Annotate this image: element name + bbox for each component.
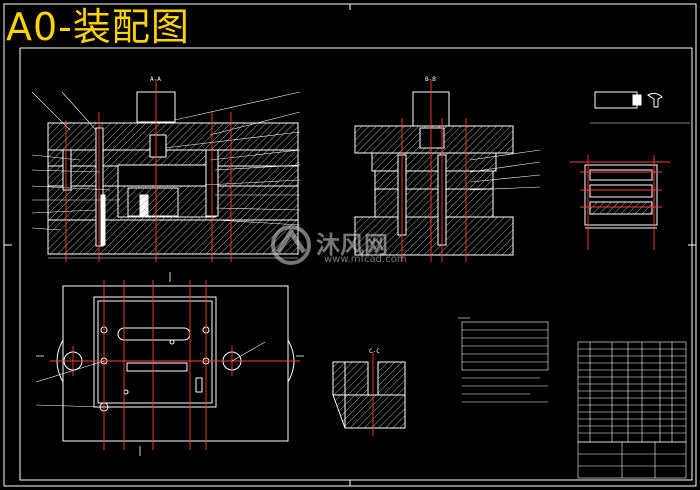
plan-view-centerlines <box>50 280 300 450</box>
front-view-centerlines <box>65 80 232 262</box>
side-view-centerlines <box>401 80 467 262</box>
title-block <box>577 441 687 479</box>
sheet-border <box>3 3 697 487</box>
section-label-cc: C-C <box>369 348 380 355</box>
technical-notes-block <box>458 317 549 403</box>
front-view-leaders <box>31 91 301 231</box>
watermark-url: www.mfcad.com <box>324 254 407 265</box>
front-section-view <box>47 91 299 259</box>
section-cut-markers <box>36 272 304 456</box>
section-label-bb: B-B <box>425 76 436 83</box>
watermark-logo-icon <box>271 225 311 265</box>
strip-layout-view <box>584 164 658 229</box>
plan-view <box>56 285 295 442</box>
watermark-brand: 沐风网 <box>316 231 388 259</box>
watermark: 沐风网 www.mfcad.com <box>268 222 438 272</box>
section-cc-view <box>332 361 406 429</box>
parts-list-table <box>577 341 687 443</box>
plan-view-leaders <box>35 341 266 408</box>
strip-layout-centerlines <box>570 155 670 250</box>
section-label-aa: A-A <box>150 76 161 83</box>
drawing-title: A0-装配图 <box>6 5 190 49</box>
side-view-leaders <box>469 149 541 191</box>
part-detail-top-right <box>590 91 690 124</box>
